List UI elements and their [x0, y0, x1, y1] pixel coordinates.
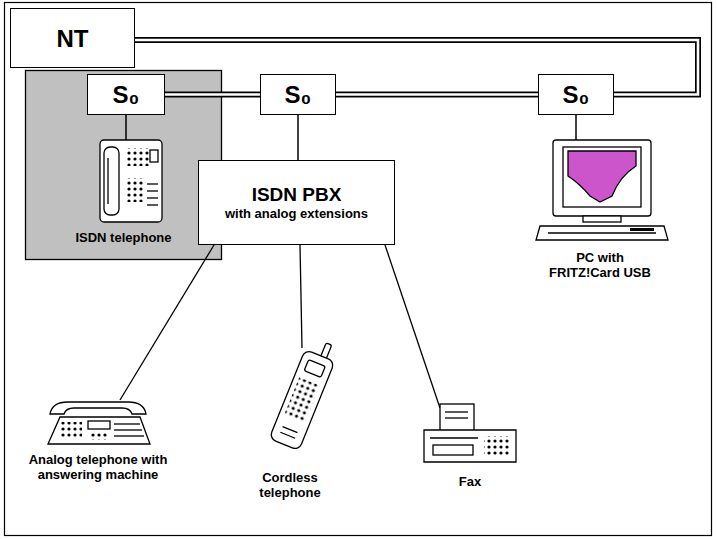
isdn-telephone-icon-part — [147, 197, 158, 198]
isdn-telephone-panel: ISDN telephone S₀ — [25, 70, 222, 260]
box-label: NT — [57, 24, 89, 53]
box-label: S₀ — [563, 80, 590, 109]
analog-telephone-icon-part — [50, 402, 146, 414]
panel-fill — [26, 71, 222, 260]
cordless-telephone-icon-part — [283, 427, 298, 433]
device-label: ISDN telephone — [25, 230, 222, 246]
fax-icon-part — [445, 411, 468, 412]
analog-telephone-icon-part — [114, 429, 142, 430]
network-termination-box: NT — [10, 8, 135, 68]
analog-telephone-icon — [48, 402, 150, 444]
analog-telephone-icon-part — [88, 421, 110, 429]
bus-line-stroke — [336, 93, 538, 96]
pc-icon-part — [536, 226, 668, 240]
isdn-telephone-icon — [100, 115, 162, 222]
isdn-telephone-icon-part — [150, 150, 158, 162]
isdn-telephone-icon-part — [147, 190, 158, 191]
device-label: Cordless telephone — [244, 470, 336, 500]
bus-line-stroke — [165, 93, 260, 96]
isdn-telephone-icon-part — [107, 158, 108, 204]
box-label: S₀ — [113, 80, 140, 109]
fax-icon-part — [440, 404, 474, 432]
pc-icon-part — [568, 151, 636, 202]
box-label: with analog extensions — [225, 206, 368, 222]
pc-icon-part — [630, 228, 654, 231]
extension-wire-part — [575, 115, 577, 140]
extension-wire-part — [385, 245, 440, 408]
fax-icon-part — [445, 417, 468, 418]
isdn-telephone-icon-part — [100, 140, 162, 222]
cordless-telephone-icon-part — [304, 360, 325, 378]
cordless-telephone-icon-part — [269, 350, 335, 451]
fax-icon-part — [430, 437, 478, 438]
s0-bus-box: S₀ — [260, 74, 336, 115]
pbx-box: ISDN PBXwith analog extensions — [198, 160, 395, 245]
isdn-telephone-icon-part — [147, 183, 158, 184]
bus-line-stroke — [165, 92, 260, 98]
pc-icon — [536, 140, 668, 240]
cordless-telephone-icon-part — [280, 432, 295, 438]
device-label: Fax — [435, 474, 505, 489]
fax-icon-part — [484, 436, 510, 456]
extension-wire — [120, 115, 576, 408]
analog-telephone-icon-part — [48, 417, 150, 444]
pc-icon-part — [563, 147, 641, 207]
analog-telephone-icon-part — [90, 432, 108, 440]
device-label: PC with FRITZ!Card USB — [539, 250, 661, 280]
analog-telephone-icon-part — [114, 423, 140, 424]
analog-telephone-icon-part — [60, 422, 82, 438]
isdn-telephone-icon-part — [147, 204, 158, 205]
device-label: Analog telephone with answering machine — [10, 452, 186, 482]
double-bus-line — [336, 94, 538, 95]
pc-icon-part — [548, 232, 656, 233]
bus-line — [298, 115, 299, 160]
analog-telephone-icon-part — [114, 435, 144, 436]
pc-icon-part — [553, 140, 651, 216]
outer-frame — [5, 3, 712, 536]
s0-bus-box: S₀ — [538, 74, 614, 115]
s0-bus-box: S₀ — [87, 74, 165, 115]
cordless-telephone-icon — [269, 337, 340, 451]
fax-icon — [424, 404, 516, 462]
isdn-telephone-icon-part — [125, 178, 143, 202]
double-bus-line — [165, 94, 260, 95]
box-label: ISDN PBX — [252, 183, 342, 206]
box-label: S₀ — [285, 80, 312, 109]
bus-line-stroke — [336, 92, 538, 98]
extension-wire-part — [120, 245, 214, 400]
pc-icon-part — [583, 216, 621, 222]
fax-icon-part — [424, 430, 516, 462]
isdn-telephone-icon-part — [125, 148, 149, 166]
isdn-telephone-icon-part — [125, 115, 127, 140]
extension-wire-part — [300, 245, 302, 348]
bus-line-stroke — [297, 115, 299, 160]
fax-icon-part — [433, 445, 473, 455]
panel-background — [26, 71, 222, 260]
isdn-telephone-icon-part — [104, 147, 119, 215]
cordless-telephone-icon-part — [284, 377, 319, 422]
